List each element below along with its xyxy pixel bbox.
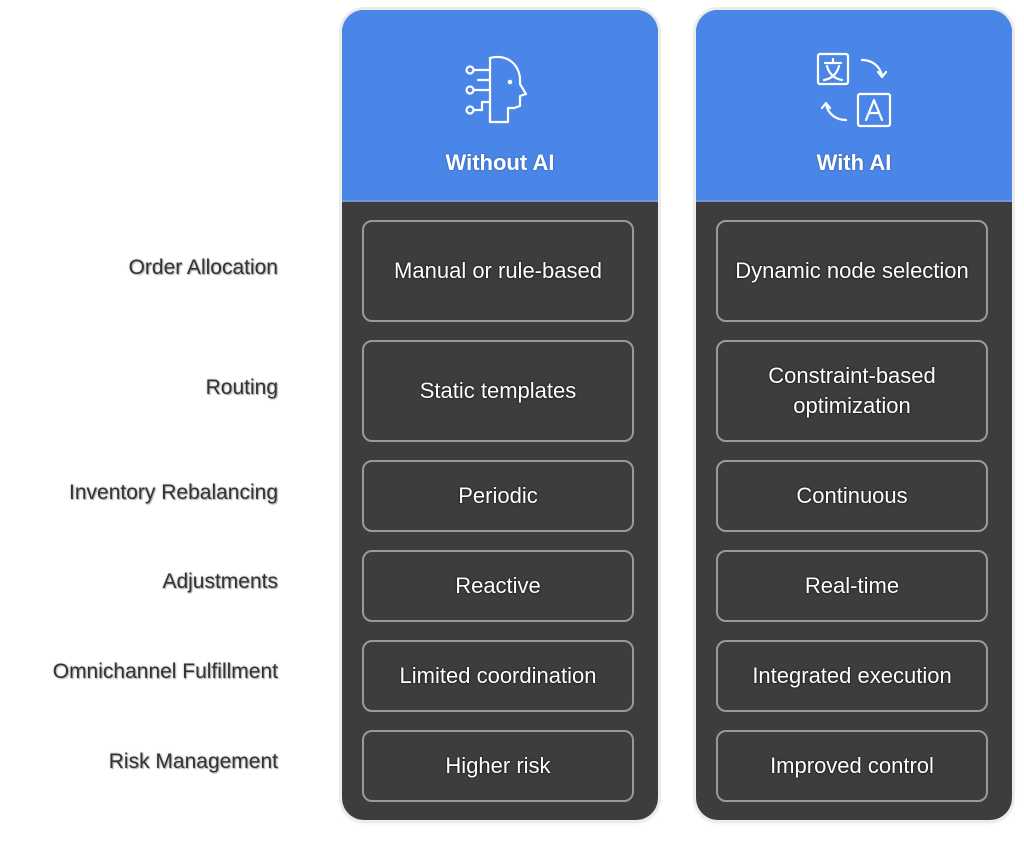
cell-without-ai-order-allocation: Manual or rule-based	[362, 220, 634, 322]
column-header-with-ai: With AI	[696, 10, 1012, 202]
row-label-risk-management: Risk Management	[108, 750, 278, 773]
column-title-without-ai: Without AI	[445, 150, 555, 175]
column-title-with-ai: With AI	[816, 150, 892, 175]
column-without-ai: Without AI Manual or rule-based Static t…	[342, 10, 658, 820]
cell-with-ai-adjustments: Real-time	[716, 550, 988, 622]
cell-with-ai-risk-management: Improved control	[716, 730, 988, 802]
cell-without-ai-routing: Static templates	[362, 340, 634, 442]
translate-icon	[816, 52, 892, 128]
column-header-without-ai: Without AI	[342, 10, 658, 202]
cell-with-ai-omnichannel-fulfillment: Integrated execution	[716, 640, 988, 712]
row-label-adjustments: Adjustments	[162, 570, 278, 593]
cell-with-ai-routing: Constraint-based optimization	[716, 340, 988, 442]
column-with-ai: With AI Dynamic node selection Constrain…	[696, 10, 1012, 820]
cell-without-ai-omnichannel-fulfillment: Limited coordination	[362, 640, 634, 712]
cell-with-ai-inventory-rebalancing: Continuous	[716, 460, 988, 532]
ai-head-icon	[465, 55, 528, 124]
cell-without-ai-adjustments: Reactive	[362, 550, 634, 622]
row-label-order-allocation: Order Allocation	[128, 256, 278, 279]
cell-without-ai-inventory-rebalancing: Periodic	[362, 460, 634, 532]
cell-without-ai-risk-management: Higher risk	[362, 730, 634, 802]
row-label-inventory-rebalancing: Inventory Rebalancing	[69, 481, 278, 504]
cell-with-ai-order-allocation: Dynamic node selection	[716, 220, 988, 322]
row-label-routing: Routing	[205, 376, 278, 399]
row-label-omnichannel-fulfillment: Omnichannel Fulfillment	[52, 660, 278, 683]
